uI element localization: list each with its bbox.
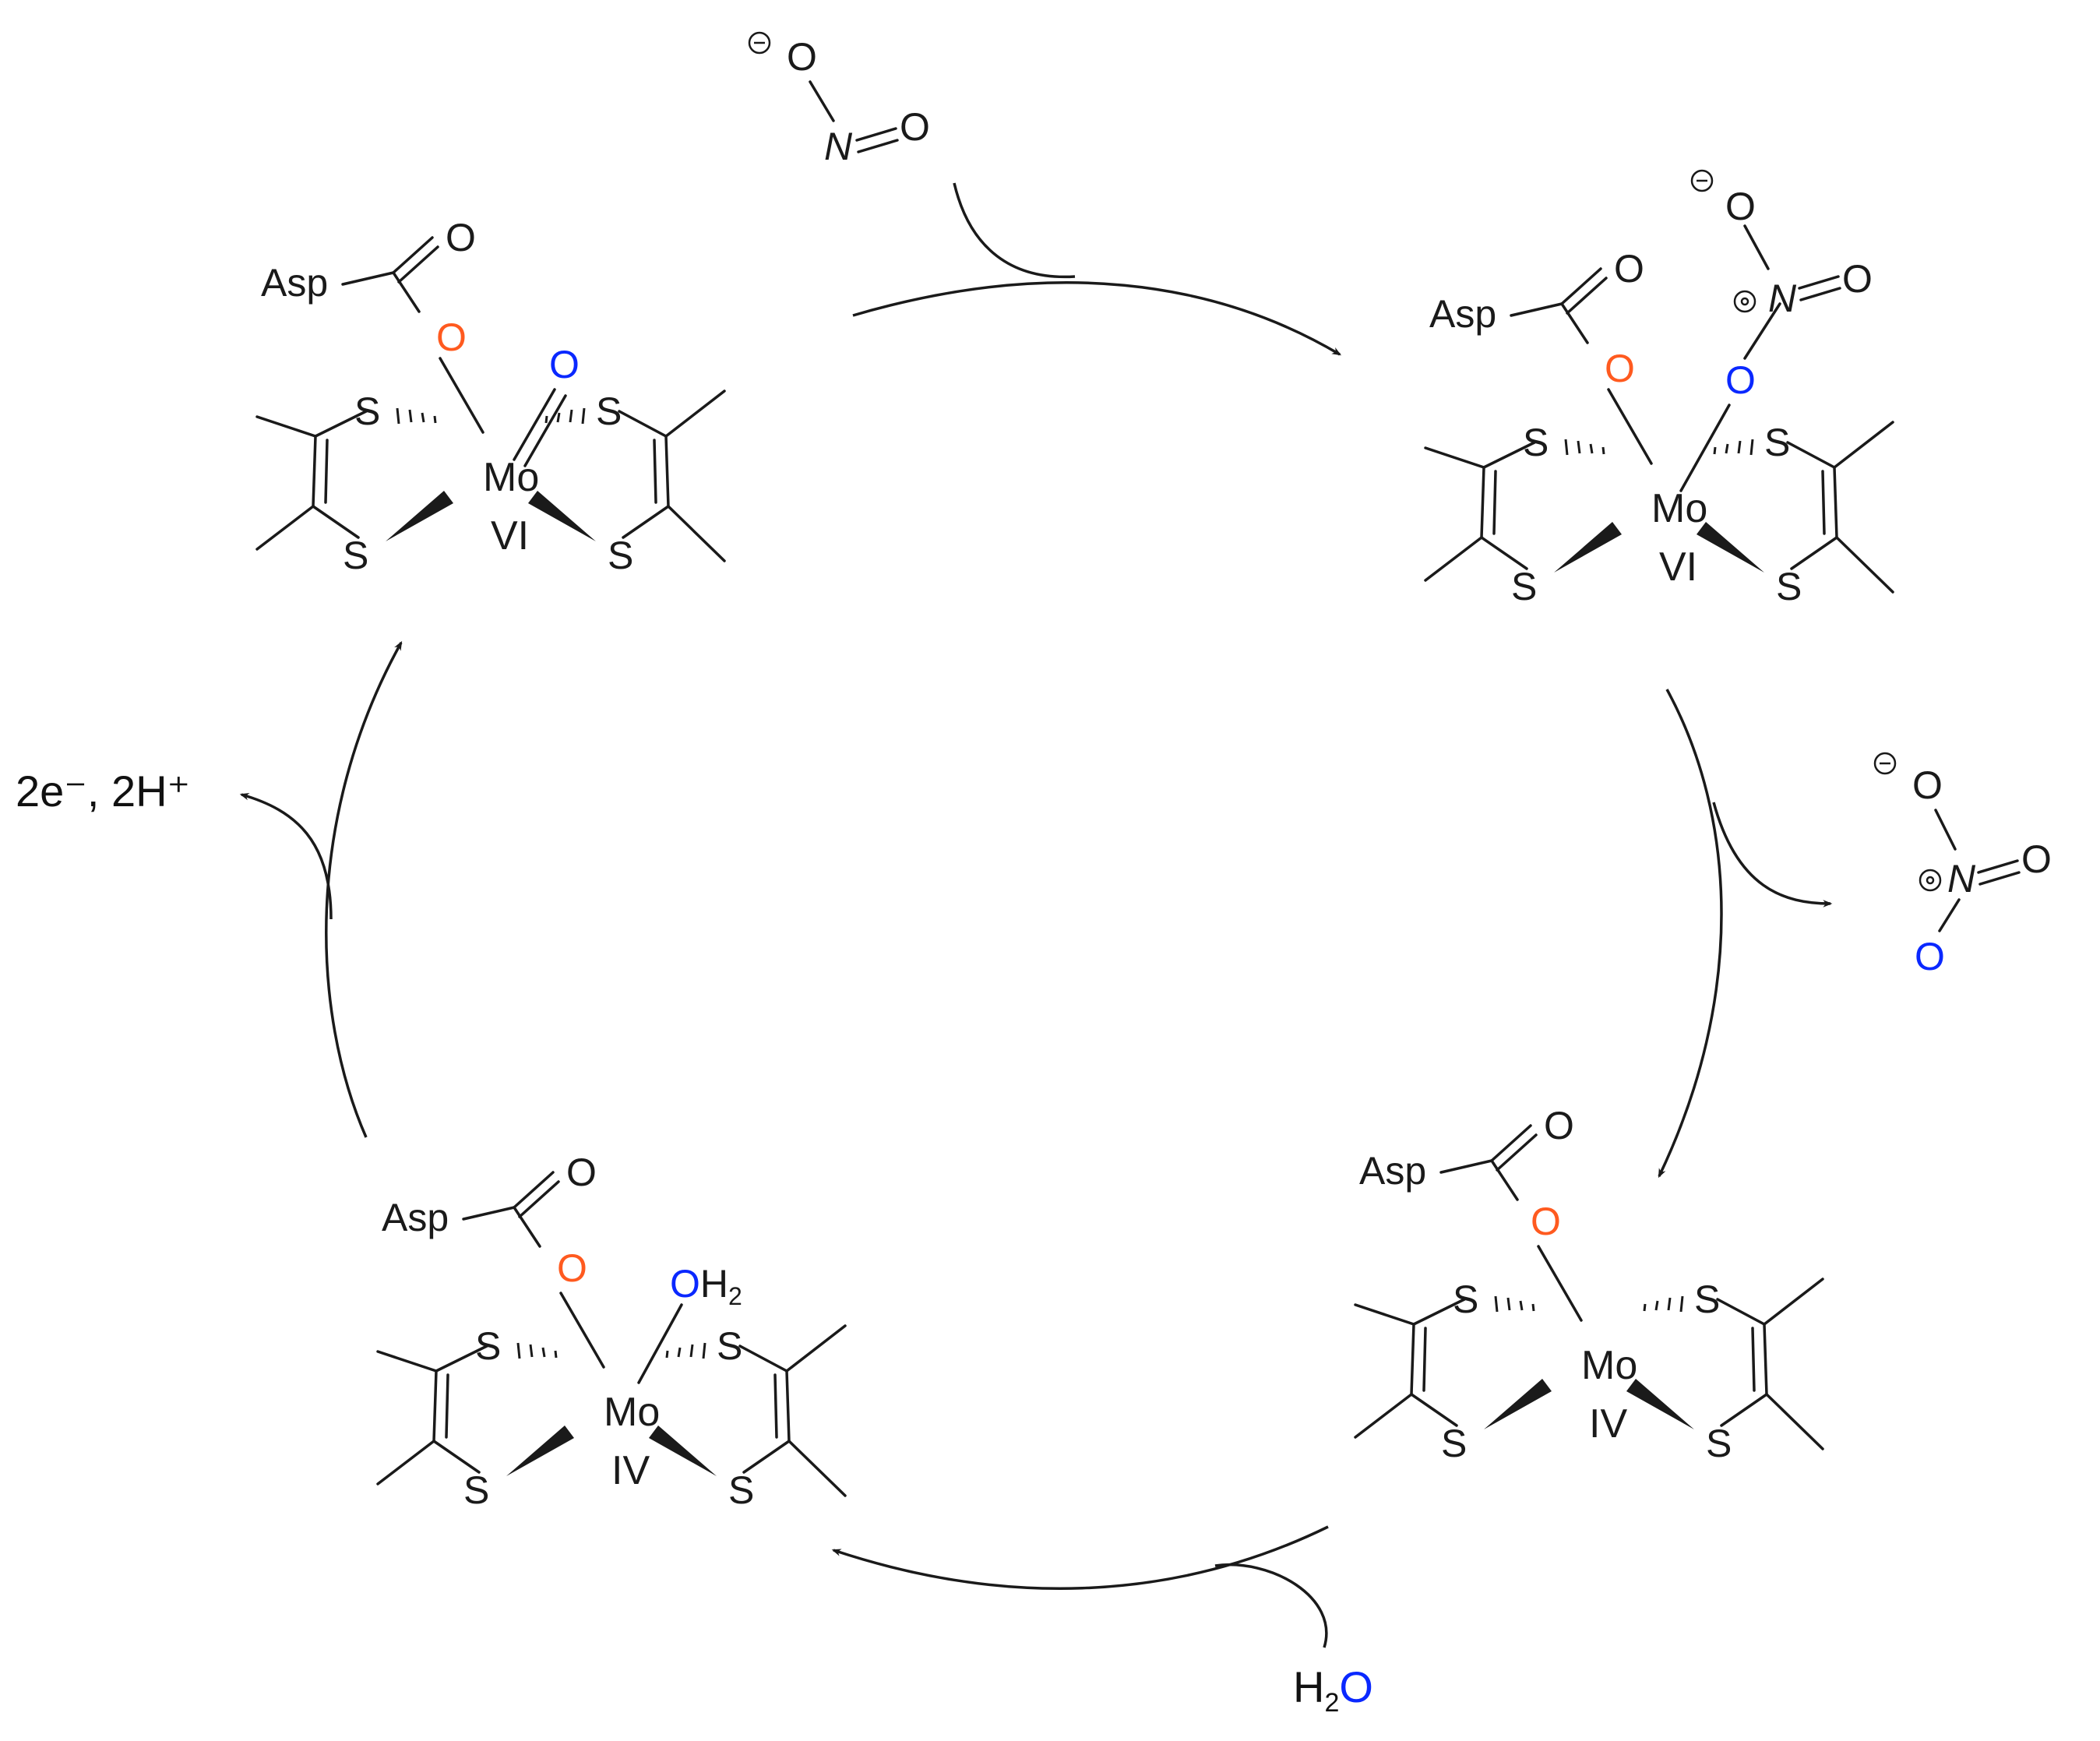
asp-oxygen: O <box>436 315 467 359</box>
nitrite-in: O N O <box>748 31 930 168</box>
svg-text:N: N <box>1947 857 1976 900</box>
complex-bottom-left: O OH2 Mo IV <box>376 1149 847 1514</box>
complex-top-left: O O Mo VI <box>255 214 726 579</box>
arrow-left <box>325 640 403 1138</box>
svg-text:O: O <box>1605 347 1635 390</box>
svg-text:O: O <box>1842 257 1873 301</box>
oxidation-state: VI <box>491 513 529 559</box>
svg-text:N: N <box>824 125 853 168</box>
oxo-oxygen: O <box>549 343 580 386</box>
arrow-bottom <box>831 1525 1329 1590</box>
complex-bottom-right: O Mo IV <box>1354 1102 1824 1467</box>
svg-text:O: O <box>1531 1200 1561 1243</box>
svg-text:O: O <box>1912 763 1943 807</box>
svg-text:N: N <box>1768 277 1797 320</box>
aqua-oxygen: O <box>670 1262 700 1306</box>
svg-text:Mo: Mo <box>1651 486 1707 531</box>
svg-text:Mo: Mo <box>604 1390 660 1435</box>
svg-text:O: O <box>1725 185 1756 228</box>
nitrate-out: O N O O <box>1873 752 2052 978</box>
svg-text:O: O <box>900 105 930 149</box>
oxidation-state: IV <box>1589 1401 1627 1447</box>
oxidation-state: VI <box>1659 545 1697 590</box>
transferred-oxygen: O <box>1915 935 1945 978</box>
electrons-protons-label: 2e⁻, 2H⁺ <box>16 767 190 816</box>
arrow-right <box>1658 689 1723 1179</box>
oxidation-state: IV <box>611 1448 650 1493</box>
svg-text:Mo: Mo <box>1581 1343 1637 1388</box>
svg-text:O: O <box>557 1246 587 1290</box>
water-label: H2O <box>1293 1662 1373 1718</box>
svg-text:OH2: OH2 <box>670 1262 742 1310</box>
bound-oxygen: O <box>1725 358 1756 402</box>
metal-mo: Mo <box>483 455 539 500</box>
svg-text:O: O <box>2021 837 2052 881</box>
svg-text:O: O <box>787 35 817 79</box>
complex-top-right: O O N O O Mo VI <box>1424 169 1894 610</box>
arrow-top <box>852 281 1342 356</box>
